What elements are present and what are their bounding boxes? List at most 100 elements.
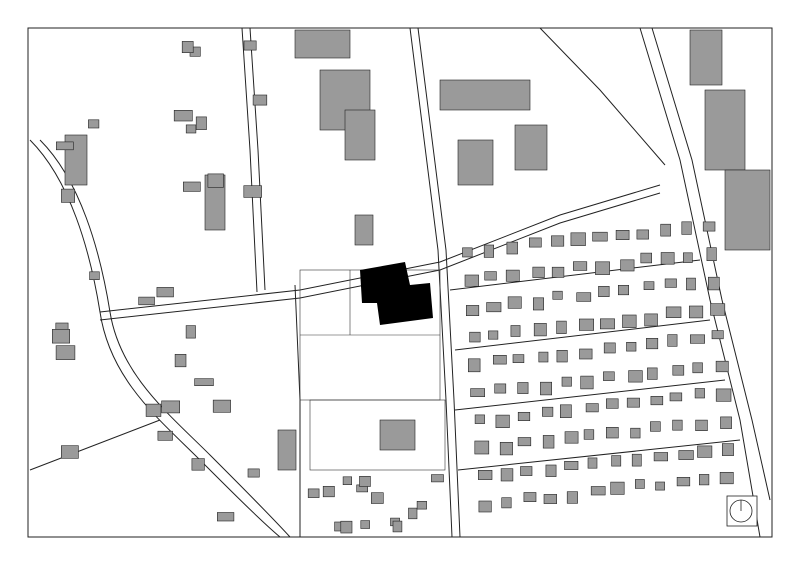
residential-street-4 <box>457 439 741 471</box>
house <box>592 231 608 242</box>
house <box>194 378 214 387</box>
house <box>650 395 664 406</box>
house <box>494 383 507 394</box>
house <box>585 403 599 413</box>
house <box>462 247 473 258</box>
house <box>431 474 444 483</box>
house <box>507 296 522 309</box>
house <box>640 252 652 264</box>
house <box>556 349 568 363</box>
house <box>570 232 586 246</box>
house <box>185 325 196 339</box>
house <box>392 520 403 533</box>
house <box>634 479 645 489</box>
house <box>478 500 492 513</box>
house <box>543 494 557 504</box>
house <box>477 469 493 480</box>
house <box>212 399 231 413</box>
house <box>636 229 649 240</box>
house <box>464 274 479 287</box>
main-road-north-south-edge <box>417 27 461 538</box>
house <box>465 305 480 316</box>
north-east-road <box>539 27 666 166</box>
house <box>173 110 193 122</box>
house <box>532 266 545 278</box>
house <box>195 116 207 130</box>
house <box>660 223 671 237</box>
house <box>630 427 641 439</box>
house <box>359 475 371 487</box>
house <box>561 376 572 387</box>
house <box>676 476 691 487</box>
house <box>626 397 640 408</box>
building <box>439 79 531 111</box>
school-parcel <box>309 399 446 471</box>
residential-street-1 <box>449 259 701 291</box>
house <box>603 371 615 381</box>
house <box>88 119 100 129</box>
house <box>538 351 549 363</box>
house <box>610 481 625 495</box>
house <box>710 303 726 316</box>
house <box>55 141 74 151</box>
house <box>644 313 658 327</box>
house <box>595 261 610 275</box>
house <box>650 421 661 432</box>
house <box>706 247 717 261</box>
house <box>499 441 513 456</box>
building <box>689 29 723 86</box>
house <box>551 266 565 278</box>
site-building <box>360 262 433 325</box>
building <box>294 29 351 59</box>
house <box>615 230 630 241</box>
house <box>517 382 529 394</box>
railway-line-2 <box>651 27 771 501</box>
house <box>667 334 678 347</box>
building <box>514 124 548 171</box>
house <box>145 403 162 417</box>
house <box>715 360 729 373</box>
house <box>599 318 615 330</box>
western-curved-road-edge <box>39 139 291 538</box>
house <box>532 297 544 311</box>
house <box>695 419 708 432</box>
residential-street-3 <box>454 379 726 411</box>
house <box>643 281 655 291</box>
house <box>51 329 70 344</box>
house <box>185 124 197 134</box>
house <box>505 269 520 282</box>
house <box>719 471 734 485</box>
house <box>138 296 155 306</box>
house <box>474 440 490 455</box>
house <box>672 419 683 431</box>
house <box>655 481 665 491</box>
house <box>517 411 531 421</box>
house <box>408 507 418 520</box>
house <box>720 416 732 429</box>
house <box>510 325 521 337</box>
buildings <box>51 29 771 534</box>
house <box>60 445 79 459</box>
house <box>156 287 174 298</box>
house <box>542 435 555 449</box>
house <box>517 437 532 447</box>
house <box>697 445 713 458</box>
house <box>626 341 637 352</box>
house <box>501 497 512 509</box>
western-curved-road <box>29 139 281 538</box>
house <box>322 485 335 498</box>
house <box>603 342 616 354</box>
house <box>533 323 547 337</box>
house <box>688 305 704 319</box>
southwest-street <box>29 419 161 471</box>
house <box>488 330 499 340</box>
northern-road <box>249 27 266 291</box>
house <box>698 474 710 486</box>
house <box>564 431 579 444</box>
house <box>551 235 565 247</box>
railway-line <box>639 27 761 538</box>
house <box>715 388 732 402</box>
house <box>523 492 537 502</box>
house <box>217 512 235 522</box>
